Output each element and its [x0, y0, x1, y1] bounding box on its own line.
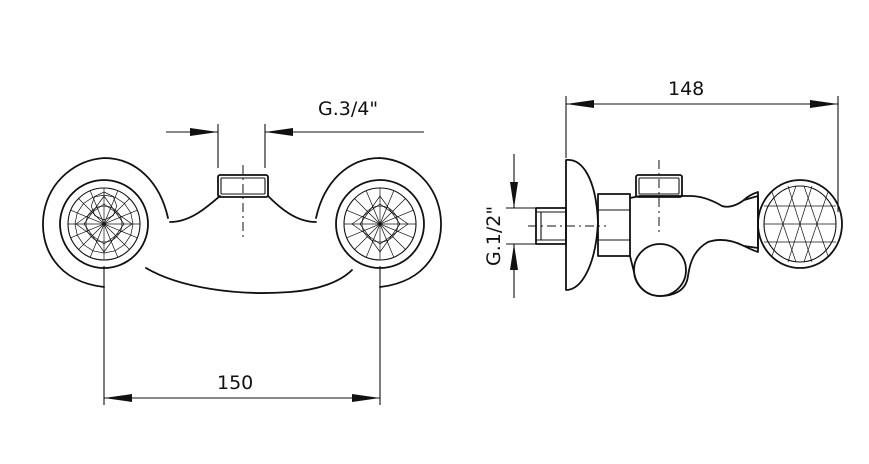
depth-dimension: 148: [565, 78, 839, 212]
spindle-neck: [743, 191, 759, 253]
left-rosette: [42, 157, 169, 288]
outlet-thread-dimension: G.1/2": [483, 154, 536, 298]
outlet-thread-label: G.1/2": [483, 206, 505, 266]
hex-nut: [597, 193, 631, 257]
side-rosette: [565, 159, 599, 291]
mixer-body: [145, 267, 353, 294]
inlet-thread-dimension: G.3/4": [166, 98, 424, 168]
right-handle-knob: [335, 179, 425, 269]
side-handle-knob: [757, 179, 843, 269]
body-top-left: [169, 195, 221, 223]
inlet-thread-label: G.3/4": [318, 98, 378, 120]
depth-label: 148: [668, 78, 704, 100]
side-view: 148 G.1/2": [483, 78, 843, 298]
center-distance-label: 150: [217, 372, 253, 394]
left-handle-knob: [59, 179, 149, 269]
body-top-right: [267, 195, 317, 223]
center-distance-dimension: 150: [103, 266, 381, 405]
front-view: G.3/4" 150: [42, 98, 442, 405]
right-rosette: [315, 157, 442, 288]
valve-lower-boss: [633, 243, 687, 297]
